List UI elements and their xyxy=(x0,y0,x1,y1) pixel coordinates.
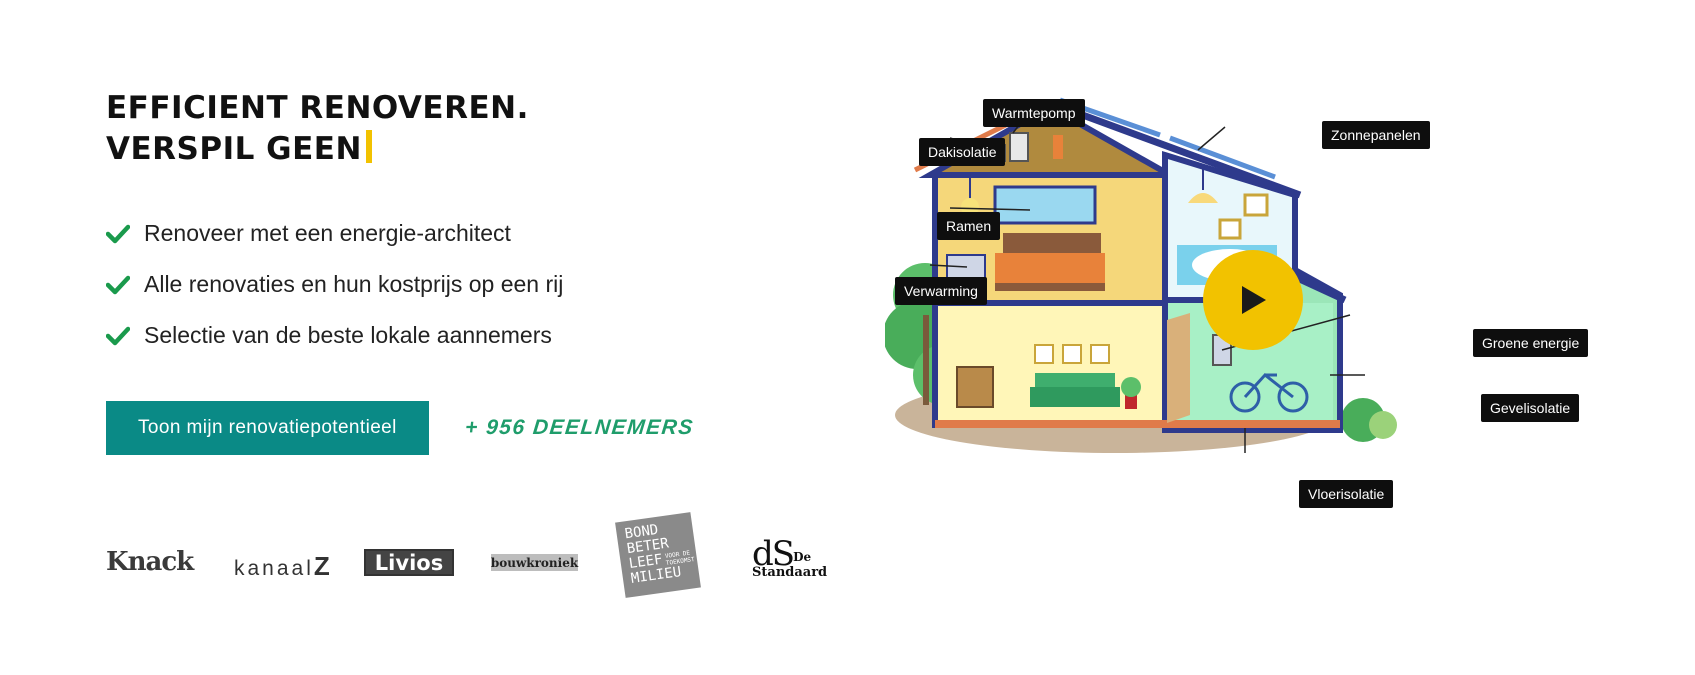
participants-count: + 956 DEELNEMERS xyxy=(463,416,695,439)
renovation-potential-button[interactable]: Toon mijn renovatiepotentieel xyxy=(106,401,429,455)
bond-beter-leefmilieu-logo: BOND BETER LEEF VOOR DE TOEKOMST MILIEU xyxy=(615,512,701,598)
bouwkroniek-logo-text: bouwkroniek xyxy=(490,555,579,570)
ds-de: De xyxy=(793,550,812,564)
headline-line1: EFFICIENT RENOVEREN. xyxy=(106,90,529,126)
feature-list: Renoveer met een energie-architect Alle … xyxy=(106,208,866,361)
house-illustration: Warmtepomp Dakisolatie Zonnepanelen Rame… xyxy=(883,95,1605,515)
knack-logo: Knack xyxy=(106,547,194,577)
label-verwarming: Verwarming xyxy=(895,277,987,305)
de-standaard-logo: dSDe Standaard xyxy=(752,537,827,580)
hero-section: EFFICIENT RENOVEREN. VERSPIL GEEN Renove… xyxy=(106,88,866,455)
headline-line2: VERSPIL GEEN xyxy=(106,131,362,167)
kanaalz-logo-z: Z xyxy=(313,551,330,581)
label-vloerisolatie: Vloerisolatie xyxy=(1299,480,1394,508)
feature-text: Alle renovaties en hun kostprijs op een … xyxy=(144,271,564,297)
check-icon xyxy=(106,224,130,243)
ds-mark: dS xyxy=(752,534,795,574)
check-icon xyxy=(106,275,130,294)
typing-caret xyxy=(365,130,372,163)
play-icon xyxy=(1242,286,1266,314)
label-ramen: Ramen xyxy=(937,212,1001,240)
feature-item: Selectie van de beste lokale aannemers xyxy=(106,310,866,361)
feature-text: Renoveer met een energie-architect xyxy=(144,220,511,246)
label-groene-energie: Groene energie xyxy=(1473,329,1589,357)
label-zonnepanelen: Zonnepanelen xyxy=(1322,121,1430,149)
feature-text: Selectie van de beste lokale aannemers xyxy=(144,322,552,348)
bouwkroniek-logo: bouwkroniek xyxy=(491,554,578,571)
knack-logo-text: Knack xyxy=(106,547,194,577)
livios-logo-text: Livios xyxy=(374,550,444,575)
feature-item: Renoveer met een energie-architect xyxy=(106,208,866,259)
kanaalz-logo: kanaalZ xyxy=(234,551,330,582)
label-gevelisolatie: Gevelisolatie xyxy=(1481,394,1580,422)
check-icon xyxy=(106,326,130,345)
ds-standaard: Standaard xyxy=(752,565,828,580)
label-dakisolatie: Dakisolatie xyxy=(919,138,1006,166)
headline: EFFICIENT RENOVEREN. VERSPIL GEEN xyxy=(106,88,866,170)
feature-item: Alle renovaties en hun kostprijs op een … xyxy=(106,259,866,310)
livios-logo: Livios xyxy=(364,549,454,576)
cta-row: Toon mijn renovatiepotentieel + 956 DEEL… xyxy=(106,401,866,455)
press-logos: Knack kanaalZ Livios bouwkroniek BOND BE… xyxy=(106,512,866,609)
video-play-button[interactable] xyxy=(1203,250,1303,350)
kanaalz-logo-text: kanaal xyxy=(234,557,314,580)
label-warmtepomp: Warmtepomp xyxy=(983,99,1085,127)
